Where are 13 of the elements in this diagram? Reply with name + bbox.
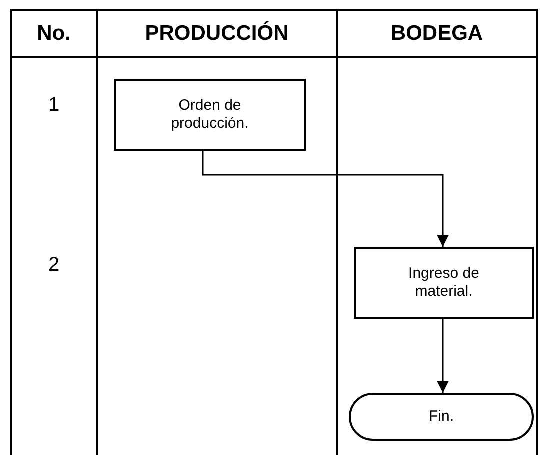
column-header: PRODUCCIÓN: [145, 20, 289, 47]
column-header: No.: [37, 20, 71, 47]
step-number: 1: [48, 93, 60, 118]
process-box: [114, 79, 306, 151]
column-header: BODEGA: [390, 20, 484, 47]
terminator-shape: [349, 393, 534, 441]
node-text: Ingreso de material.: [408, 265, 480, 301]
process-box: [354, 247, 534, 319]
node-text: Orden de producción.: [170, 97, 250, 133]
arrow: [202, 151, 449, 247]
step-number: 2: [48, 253, 60, 278]
node-text: Fin.: [428, 408, 454, 426]
arrow: [437, 319, 449, 393]
